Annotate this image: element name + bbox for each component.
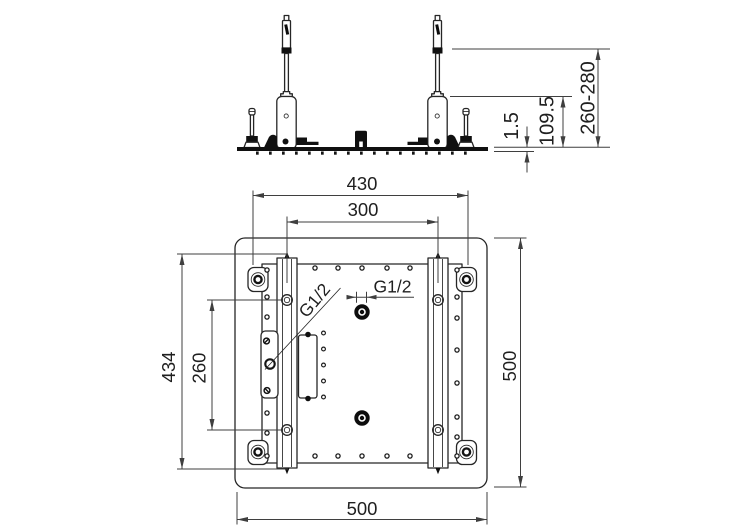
- center-clip: [355, 130, 367, 147]
- ceiling-plate-edge: [237, 147, 488, 151]
- dimension-rail-length: 434: [158, 253, 288, 470]
- dim-body-height-label: 109.5: [537, 96, 559, 146]
- access-window: [297, 330, 327, 402]
- dim-hole-spacing-label: 260: [189, 353, 210, 384]
- adjuster-bolt-right: [457, 107, 475, 149]
- dim-plate-thickness-label: 1.5: [501, 112, 523, 140]
- top-inlet-thread-label: G1/2: [374, 277, 412, 297]
- hanger-rod-left: [280, 14, 293, 98]
- dimension-overall-width: 500: [236, 492, 488, 525]
- dim-overall-width-label: 500: [347, 498, 378, 519]
- dim-tab-span-label: 430: [347, 173, 378, 194]
- mounting-bracket-left: [264, 95, 319, 150]
- dim-overall-range-label: 260-280: [578, 61, 600, 134]
- dimension-tab-span: 430: [252, 173, 469, 265]
- dimension-plate-thickness: 1.5: [494, 112, 610, 173]
- dim-overall-height-label: 500: [499, 351, 520, 382]
- plate-teeth: [256, 151, 467, 155]
- dimension-hole-spacing: 260: [189, 299, 281, 431]
- corner-tab-top-left: [247, 266, 269, 293]
- side-view: 1.5 109.5 260-280: [237, 14, 610, 173]
- corner-tab-bottom-left: [247, 439, 269, 466]
- screw-holes: [264, 265, 460, 459]
- corner-tab-bottom-right: [455, 439, 478, 466]
- dim-rod-spacing-label: 300: [348, 199, 379, 220]
- label-top-inlet: G1/2: [346, 277, 414, 303]
- water-inlet-bottom: [354, 410, 370, 426]
- corner-tab-top-right: [455, 266, 478, 293]
- dimension-body-height: 109.5: [450, 96, 572, 148]
- rail-left: [276, 251, 298, 475]
- adjuster-bolt-left: [243, 107, 261, 149]
- dim-rail-length-label: 434: [158, 352, 179, 383]
- dimension-overall-range: 260-280: [452, 48, 610, 148]
- dimension-overall-height: 500: [494, 237, 527, 488]
- ceiling-panel-outline: [234, 237, 488, 489]
- mounting-bracket-right: [407, 95, 460, 150]
- dimension-rod-spacing: 300: [286, 199, 439, 283]
- plan-view: G1/2 G1/2 430 300 434: [158, 173, 527, 525]
- rail-right: [427, 251, 449, 475]
- water-inlet-top: [354, 304, 370, 320]
- hanger-rod-right: [431, 14, 444, 98]
